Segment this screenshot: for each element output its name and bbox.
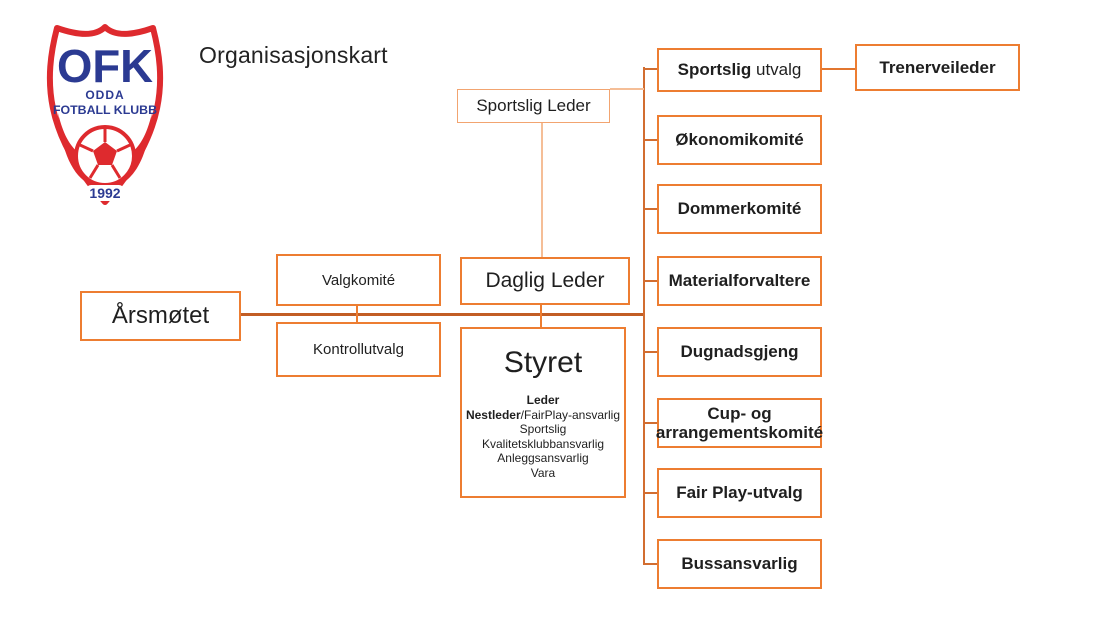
box-label: Daglig Leder — [485, 269, 605, 292]
box-okonomikomite: Økonomikomité — [657, 115, 822, 165]
connector-arsmotet-main — [241, 313, 645, 316]
box-label: Økonomikomité — [675, 130, 804, 150]
box-label: Årsmøtet — [111, 302, 210, 329]
connector-stub-sportslig-utvalg — [643, 68, 659, 70]
connector-stub-dugnadsgjeng — [643, 351, 659, 353]
box-dugnadsgjeng: Dugnadsgjeng — [657, 327, 822, 377]
connector-stub-materialforvaltere — [643, 280, 659, 282]
styret-role: Kvalitetsklubbansvarlig — [481, 436, 605, 451]
connector-stub-bussansvarlig — [643, 563, 659, 565]
ofk-club-logo: OFK ODDA FOTBALL KLUBB 1992 — [46, 24, 164, 205]
box-sportslig-utvalg: Sportslig utvalg — [657, 48, 822, 92]
logo-year-text: 1992 — [89, 185, 120, 201]
box-label: Materialforvaltere — [668, 271, 811, 291]
box-styret: Styret Leder Nestleder/FairPlay-ansvarli… — [460, 327, 626, 498]
styret-role: Vara — [530, 465, 556, 480]
box-kontrollutvalg: Kontrollutvalg — [276, 322, 441, 377]
styret-title: Styret — [503, 346, 583, 379]
logo-name-line1: ODDA — [85, 88, 124, 102]
football-icon — [74, 125, 136, 187]
box-label: Sportslig Leder — [476, 96, 591, 115]
box-fair-play-utvalg: Fair Play-utvalg — [657, 468, 822, 518]
connector-stub-okonomikomite — [643, 139, 659, 141]
box-label: Bussansvarlig — [681, 554, 798, 574]
box-label: Dugnadsgjeng — [680, 342, 799, 362]
box-label: Dommerkomité — [677, 199, 802, 219]
styret-role: Nestleder/FairPlay-ansvarlig — [465, 407, 621, 422]
box-label: Valgkomité — [321, 271, 396, 289]
box-arsmotet: Årsmøtet — [80, 291, 241, 341]
box-daglig-leder: Daglig Leder — [460, 257, 630, 305]
connector-stub-cup-komite — [643, 422, 659, 424]
box-bussansvarlig: Bussansvarlig — [657, 539, 822, 589]
box-trenerveileder: Trenerveileder — [855, 44, 1020, 91]
logo-abbr-text: OFK — [57, 40, 153, 92]
logo-name-line2: FOTBALL KLUBB — [53, 103, 157, 117]
box-label: Sportslig utvalg — [677, 60, 802, 79]
box-label: Fair Play-utvalg — [676, 483, 803, 503]
connector-valgkomite-kontrollutvalg — [356, 306, 358, 322]
box-label: Cup- og arrangementskomité — [655, 403, 824, 442]
connector-trenerveileder — [822, 68, 855, 70]
styret-role: Anleggsansvarlig — [497, 451, 589, 465]
styret-roles-list: Leder Nestleder/FairPlay-ansvarlig Sport… — [462, 393, 624, 480]
box-label: Trenerveileder — [879, 57, 996, 77]
styret-role: Sportslig — [519, 422, 567, 436]
connector-dagligleder-styret — [540, 305, 542, 327]
connector-stub-fair-play — [643, 492, 659, 494]
connector-stub-dommerkomite — [643, 208, 659, 210]
box-cup-og-arrangementskomite: Cup- og arrangementskomité — [656, 398, 823, 448]
connector-sportsligleder-dagligleder — [541, 123, 543, 257]
box-valgkomite: Valgkomité — [276, 254, 441, 306]
connector-right-tree-vertical — [643, 67, 645, 564]
box-dommerkomite: Dommerkomité — [657, 184, 822, 234]
box-materialforvaltere: Materialforvaltere — [657, 256, 822, 306]
box-sportslig-leder: Sportslig Leder — [457, 89, 610, 123]
box-label: Kontrollutvalg — [313, 341, 404, 358]
page-title: Organisasjonskart — [199, 42, 388, 68]
styret-role: Leder — [526, 393, 560, 407]
connector-sportsligleder-tree — [610, 88, 644, 90]
year-plate — [86, 185, 124, 201]
